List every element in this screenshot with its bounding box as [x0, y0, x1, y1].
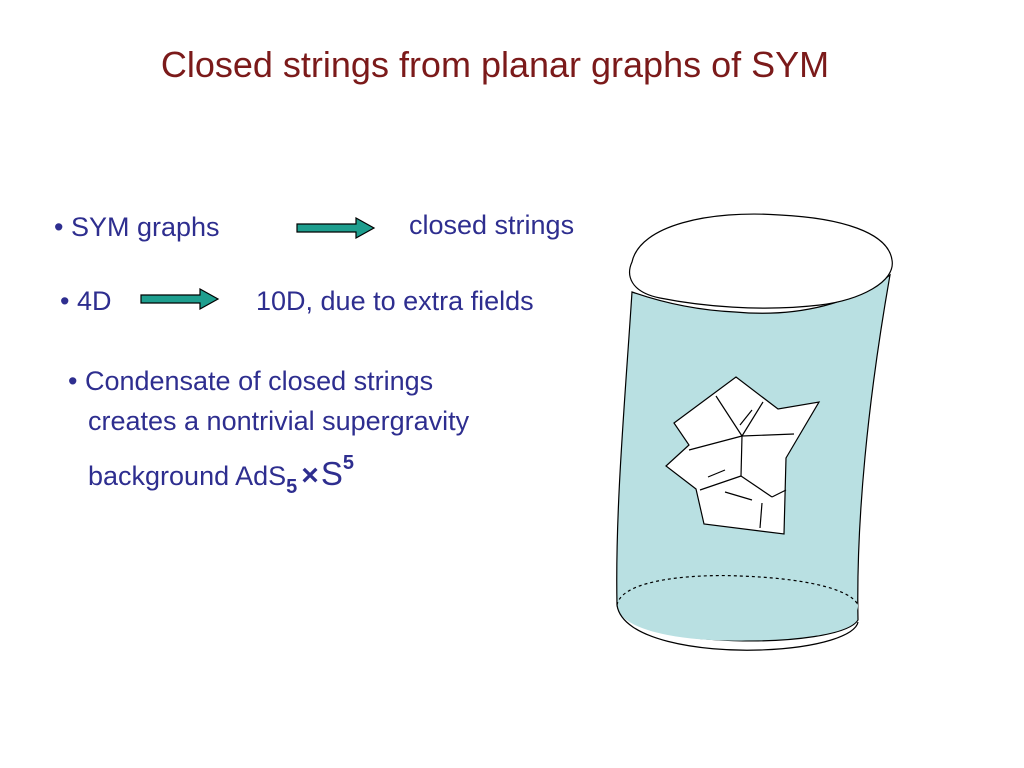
bullet-4d: • 4D: [60, 286, 112, 316]
closed-strings-label: closed strings: [409, 210, 575, 240]
sphere-s-text: S: [320, 455, 343, 492]
tube-bottom-dashed-rim: [616, 574, 859, 606]
slide-title: Closed strings from planar graphs of SYM: [160, 44, 830, 85]
arrow-right-icon: [296, 217, 376, 239]
tube-bottom-ellipse: [617, 571, 859, 641]
bullet-sym-graphs: • SYM graphs: [54, 212, 220, 242]
background-ads-text: background AdS: [88, 461, 287, 491]
ads-subscript: 5: [286, 476, 298, 498]
planar-graph-patch: [665, 376, 821, 535]
bullet-condensate-line3: background AdS5×S5: [88, 453, 354, 497]
bullet-condensate-line2: creates a nontrivial supergravity: [88, 406, 470, 436]
times-symbol: ×: [301, 459, 319, 492]
tube-top-opening: [629, 213, 893, 309]
cylinder-worldsheet-figure: [616, 213, 893, 651]
tube-bottom-rim: [616, 604, 859, 651]
ten-d-label: 10D, due to extra fields: [256, 286, 534, 316]
bullet-condensate-line1: • Condensate of closed strings: [68, 366, 434, 396]
sphere-superscript: 5: [342, 452, 354, 474]
arrow-right-icon: [140, 288, 220, 310]
planar-graph-edges: [688, 395, 795, 529]
